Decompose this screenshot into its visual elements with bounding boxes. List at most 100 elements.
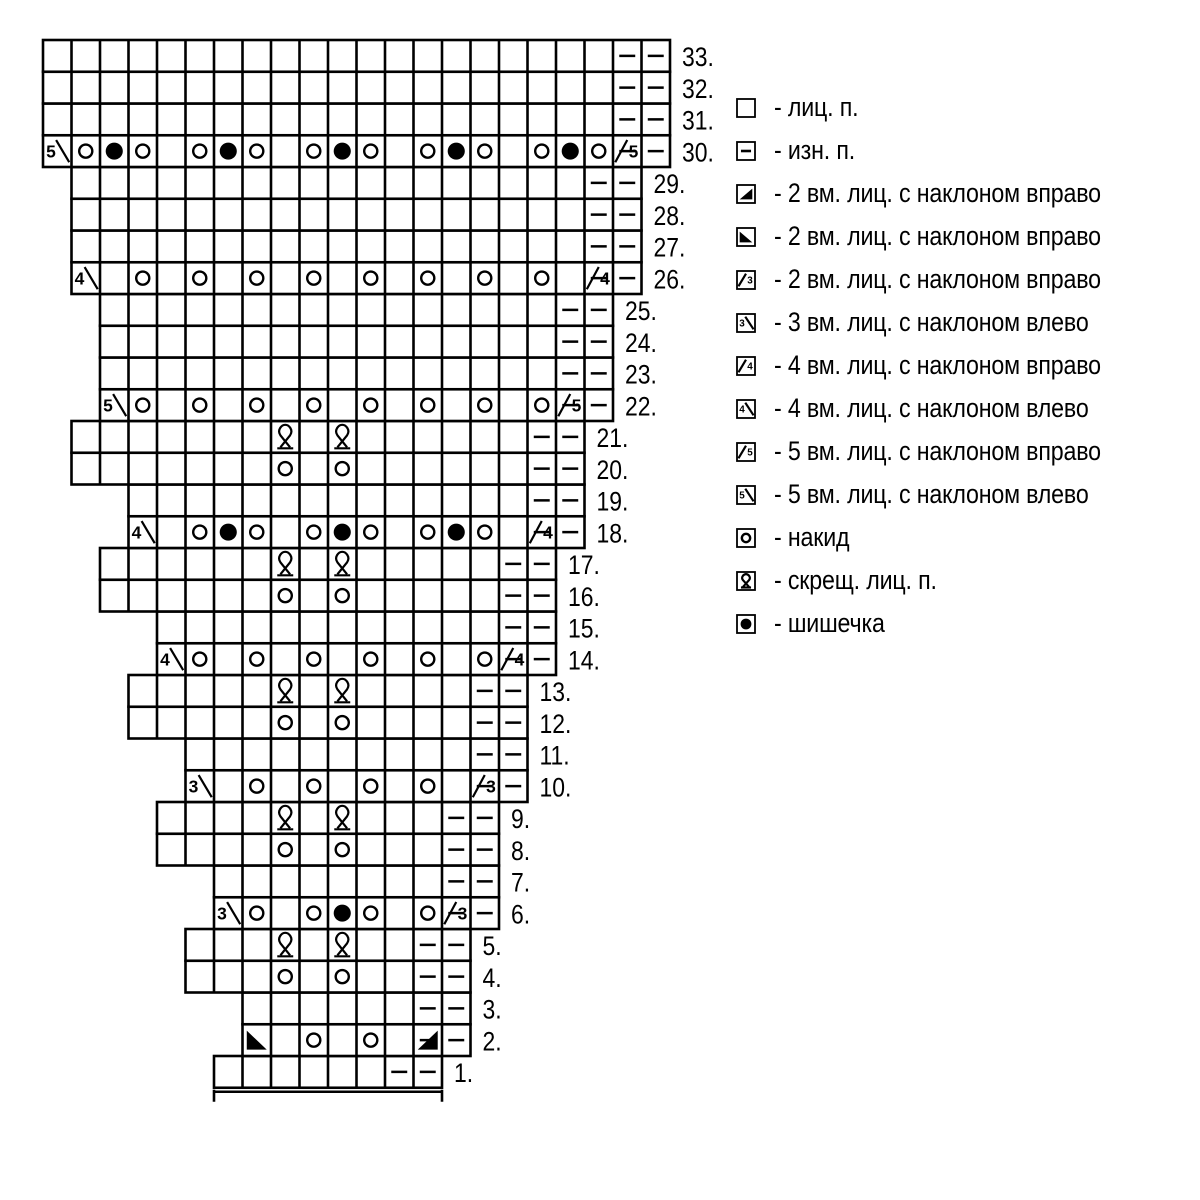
row-number: 24. xyxy=(625,328,657,358)
bob-icon xyxy=(736,614,756,634)
stitch-symbol-yo xyxy=(419,270,436,286)
k3l-icon: 5 xyxy=(736,485,756,505)
stitch-symbol-yo xyxy=(191,524,208,540)
stitch-symbol-bob xyxy=(105,142,123,160)
stitch-symbol-yo xyxy=(305,1032,322,1048)
svg-text:5: 5 xyxy=(46,141,56,161)
stitch-symbol-yo xyxy=(590,143,607,159)
stitch-symbol-tw xyxy=(277,931,294,958)
p_wedge-icon xyxy=(736,184,756,204)
svg-text:5: 5 xyxy=(739,491,745,502)
row-number: 32. xyxy=(682,74,714,104)
legend-item: - скрещ. лиц. п. xyxy=(736,565,1196,595)
stitch-symbol-bob xyxy=(333,523,351,541)
k3l-icon: 4 xyxy=(736,399,756,419)
legend-label: - лиц. п. xyxy=(774,92,859,122)
row-number: 4. xyxy=(483,963,502,993)
chart-row: 29. xyxy=(70,165,686,201)
stitch-symbol-yo xyxy=(305,651,322,667)
stitch-symbol-yo xyxy=(191,397,208,413)
svg-text:4: 4 xyxy=(160,649,170,669)
row-number: 29. xyxy=(654,169,686,199)
stitch-symbol-k2tog_r xyxy=(246,1030,267,1050)
row-number: 18. xyxy=(597,519,629,549)
stitch-symbol-yo xyxy=(248,397,265,413)
k3r-icon: 4 xyxy=(736,356,756,376)
legend-item: - шишечка xyxy=(736,608,1196,638)
row-number: 30. xyxy=(682,138,714,168)
legend-item: - накид xyxy=(736,522,1196,552)
svg-text:4: 4 xyxy=(75,268,85,288)
row-number: 11. xyxy=(540,741,570,771)
knitting-chart: 1.2.3.4.5.336.7.8.9.3310.11.12.13.4414.1… xyxy=(41,38,714,1102)
stitch-symbol-yo xyxy=(305,778,322,794)
stitch-symbol-k3l: 5 xyxy=(46,139,71,163)
chart-row: 17. xyxy=(98,546,600,582)
chart-row: 4. xyxy=(184,959,502,994)
row-number: 20. xyxy=(597,455,629,485)
stitch-symbol-yo xyxy=(248,143,265,159)
row-number: 25. xyxy=(625,296,657,326)
row-number: 13. xyxy=(540,677,572,707)
stitch-symbol-yo xyxy=(191,143,208,159)
row-number: 28. xyxy=(654,201,686,231)
chart-row: 3310. xyxy=(184,768,571,804)
row-number: 9. xyxy=(511,804,530,834)
row-number: 19. xyxy=(597,487,629,517)
k3l-icon: 3 xyxy=(736,313,756,333)
stitch-symbol-yo xyxy=(533,143,550,159)
legend-label: - скрещ. лиц. п. xyxy=(774,565,937,595)
chart-row: 12. xyxy=(127,705,571,740)
chart-row: 28. xyxy=(70,197,686,232)
stitch-symbol-k3l: 3 xyxy=(217,901,242,925)
legend-label: - накид xyxy=(774,522,850,552)
stitch-symbol-yo xyxy=(419,651,436,667)
stitch-symbol-yo xyxy=(419,397,436,413)
legend-label: - изн. п. xyxy=(774,135,856,165)
chart-row: 7. xyxy=(212,864,530,899)
knit-icon xyxy=(736,98,756,118)
stitch-symbol-tw xyxy=(277,423,294,450)
legend-label: - 2 вм. лиц. с наклоном вправо xyxy=(774,178,1101,208)
stitch-symbol-yo xyxy=(476,524,493,540)
chart-row: 31. xyxy=(41,102,714,137)
chart-row: 3. xyxy=(241,991,502,1026)
chart-row: 16. xyxy=(98,578,600,613)
legend-label: - 4 вм. лиц. с наклоном вправо xyxy=(774,350,1101,380)
stitch-symbol-tw xyxy=(334,550,351,577)
chart-row: 13. xyxy=(127,673,572,709)
legend-item: 5- 5 вм. лиц. с наклоном влево xyxy=(736,479,1196,509)
row-number: 16. xyxy=(568,582,600,612)
stitch-symbol-yo xyxy=(334,841,351,858)
stitch-symbol-yo xyxy=(305,524,322,540)
svg-text:4: 4 xyxy=(739,405,745,416)
row-number: 6. xyxy=(511,900,530,930)
chart-row: 2. xyxy=(241,1022,502,1058)
chart-row: 24. xyxy=(98,324,657,359)
svg-text:3: 3 xyxy=(189,776,199,796)
purl-icon xyxy=(736,141,756,161)
legend-item: - 2 вм. лиц. с наклоном вправо xyxy=(736,178,1196,208)
stitch-symbol-yo xyxy=(134,397,151,413)
chart-row: 1. xyxy=(212,1054,473,1090)
stitch-symbol-yo xyxy=(305,270,322,286)
stitch-symbol-yo xyxy=(476,270,493,286)
svg-text:3: 3 xyxy=(747,276,753,287)
row-number: 2. xyxy=(483,1027,502,1057)
legend-item: 4 - 4 вм. лиц. с наклоном вправо xyxy=(736,350,1196,380)
legend-label: - шишечка xyxy=(774,608,885,638)
row-number: 5. xyxy=(483,931,502,961)
row-number: 31. xyxy=(682,106,714,136)
stitch-symbol-k3l: 4 xyxy=(160,647,185,671)
svg-text:3: 3 xyxy=(739,319,745,330)
chart-row: 23. xyxy=(98,356,657,391)
stitch-symbol-yo xyxy=(334,460,351,477)
legend-item: 4- 4 вм. лиц. с наклоном влево xyxy=(736,393,1196,423)
svg-text:5: 5 xyxy=(747,448,753,459)
stitch-symbol-yo xyxy=(533,270,550,286)
yo-icon xyxy=(736,528,756,548)
svg-text:5: 5 xyxy=(103,395,113,415)
stitch-symbol-yo xyxy=(191,651,208,667)
stitch-symbol-bob xyxy=(447,523,465,541)
stitch-symbol-yo xyxy=(362,270,379,286)
